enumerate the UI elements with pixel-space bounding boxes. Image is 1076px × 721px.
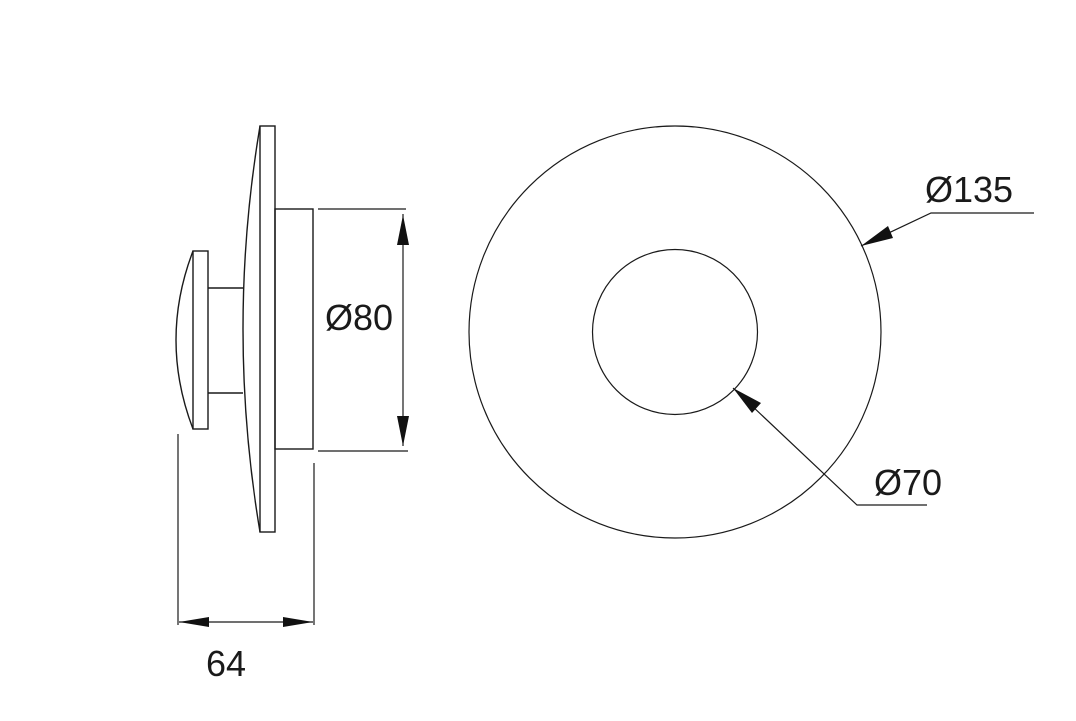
arrow-left-icon bbox=[179, 617, 209, 627]
arrow-up-icon bbox=[397, 215, 409, 245]
front-view: Ø135 Ø70 bbox=[468, 125, 1034, 539]
dimension-label-80: Ø80 bbox=[325, 297, 393, 338]
arrow-70-icon bbox=[733, 388, 761, 413]
dimension-label-64: 64 bbox=[206, 643, 246, 684]
knob-plate bbox=[192, 250, 209, 430]
main-plate bbox=[259, 125, 276, 533]
dimension-label-135: Ø135 bbox=[925, 169, 1013, 210]
inner-circle bbox=[591, 248, 759, 416]
extension-lines-80 bbox=[318, 208, 408, 452]
outer-circle bbox=[468, 125, 882, 539]
extension-lines-64 bbox=[177, 434, 315, 625]
side-view: Ø80 64 bbox=[175, 125, 409, 684]
leader-70 bbox=[732, 387, 927, 506]
arrow-135-icon bbox=[861, 226, 893, 246]
dimension-label-70: Ø70 bbox=[874, 462, 942, 503]
neck bbox=[208, 287, 243, 394]
body-box bbox=[274, 208, 314, 450]
main-plate-dome bbox=[242, 125, 261, 533]
arrow-down-icon bbox=[397, 416, 409, 446]
arrow-right-icon bbox=[283, 617, 313, 627]
knob-dome bbox=[175, 250, 194, 430]
